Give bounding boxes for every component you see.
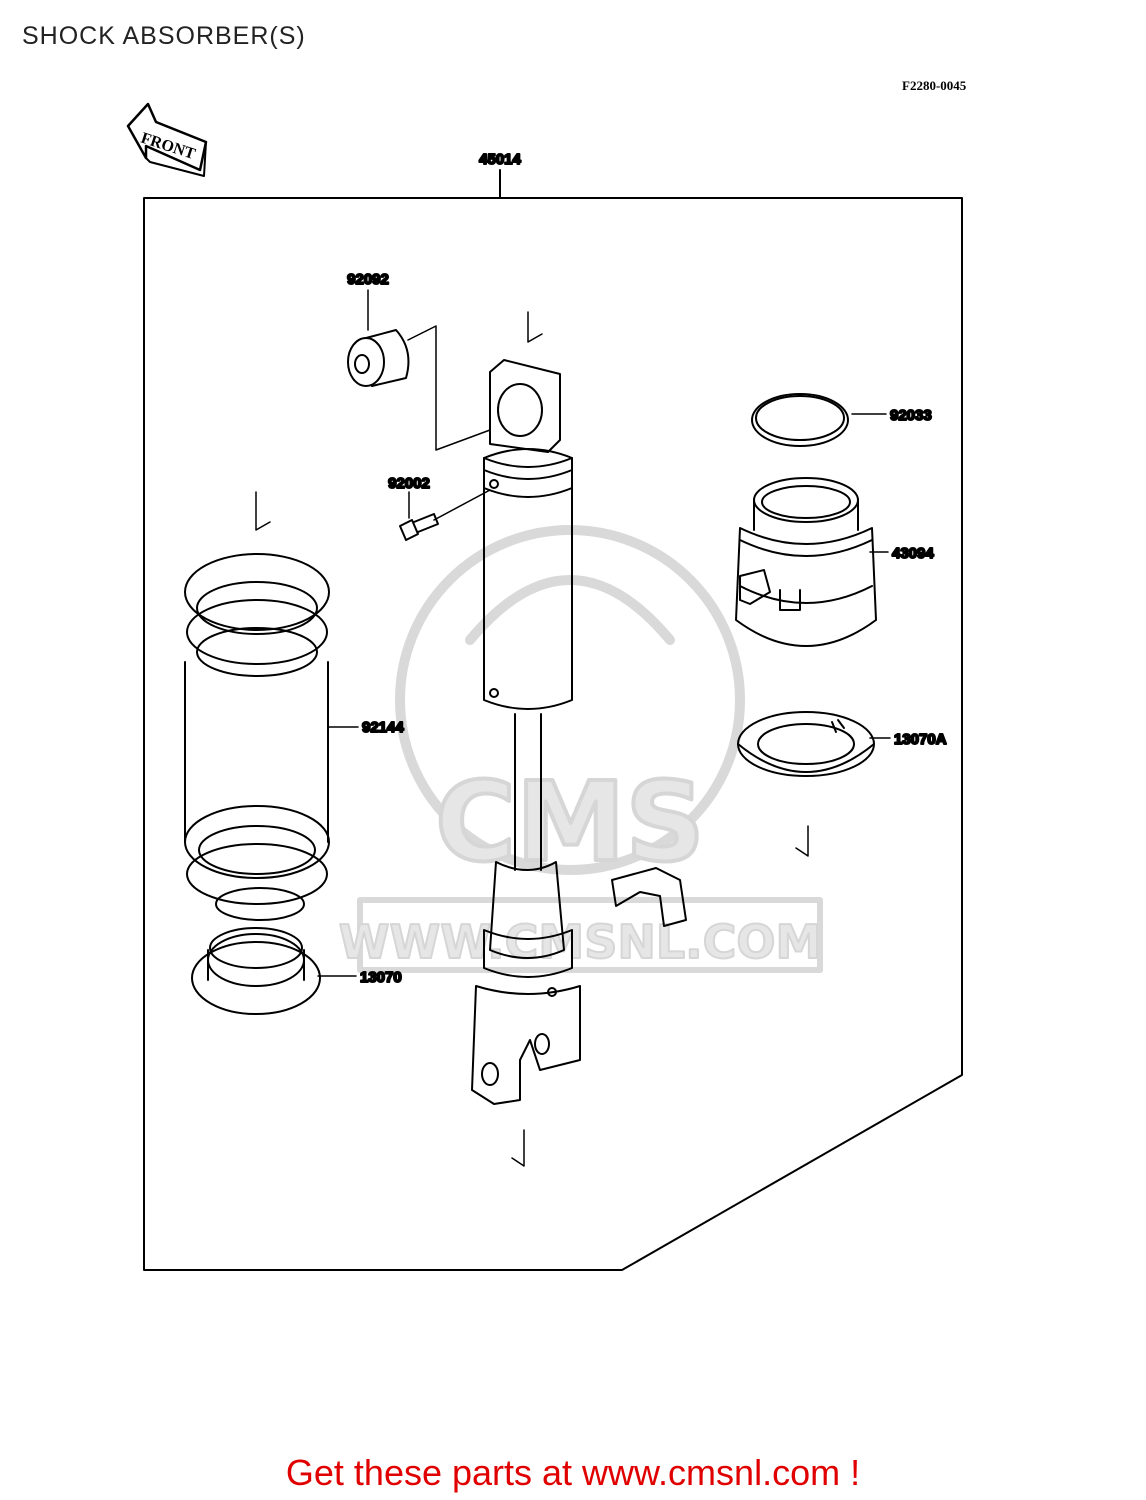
part-label-bolt: 92002 (388, 475, 430, 492)
spring-guide-13070A (737, 711, 875, 777)
page-title: SHOCK ABSORBER(S) (22, 22, 306, 50)
collar-92092 (347, 329, 410, 387)
diagram-code: F2280-0045 (902, 78, 967, 93)
part-label-spring-guide: 13070A (894, 731, 947, 748)
watermark: CMS WWW.CMSNL.COM (338, 525, 823, 973)
part-label-collar: 92092 (347, 271, 389, 288)
watermark-text: WWW.CMSNL.COM (339, 915, 822, 969)
assembly-outline (143, 169, 963, 1271)
part-label-spring: 92144 (362, 719, 404, 736)
retainer-clip (611, 867, 687, 927)
footer-link[interactable]: Get these parts at www.cmsnl.com ! (285, 1452, 861, 1493)
part-label-spring-seat: 13070 (360, 969, 402, 986)
watermark-logo: CMS (435, 758, 704, 886)
circlip-92033 (751, 393, 849, 447)
leader-lines (255, 289, 891, 1167)
part-label-circlip: 92033 (890, 407, 932, 424)
adjuster-nut-43094 (735, 477, 877, 647)
part-label-assembly: 45014 (479, 151, 521, 168)
part-label-adjuster-nut: 43094 (892, 545, 934, 562)
bolt-92002 (399, 513, 439, 541)
shock-absorber-body (471, 359, 581, 1105)
front-arrow-icon: FRONT (126, 102, 208, 177)
spring-seat-13070 (191, 927, 321, 1015)
spring-92144 (184, 553, 330, 921)
